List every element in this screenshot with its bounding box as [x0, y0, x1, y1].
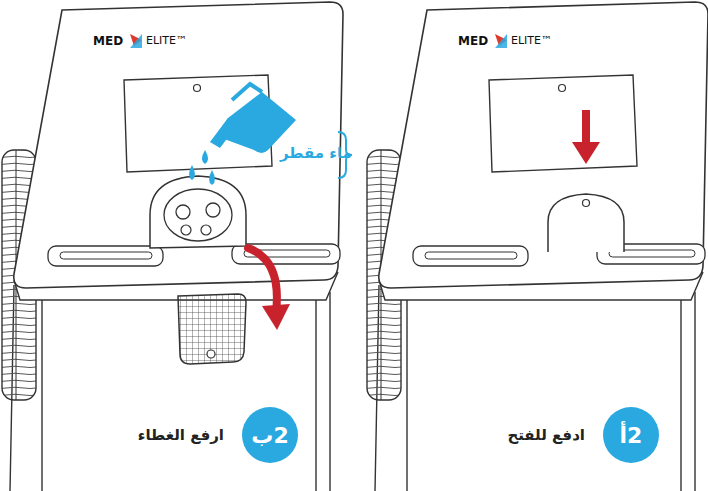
step-circle: 2بارفع الغطاء [242, 407, 298, 463]
push-arrow [582, 110, 590, 146]
step-caption: ادفع للفتح [507, 426, 585, 444]
water-drop [189, 165, 195, 180]
device-right [367, 2, 708, 491]
logo-text: MED [93, 34, 123, 48]
port-hole [206, 203, 220, 217]
step-caption: ارفع الغطاء [138, 426, 224, 444]
flip-arrow-head [262, 304, 290, 330]
pitcher-spout [210, 118, 232, 148]
closed-lid [548, 194, 624, 252]
port-hole [201, 225, 211, 235]
port-hole [181, 225, 191, 235]
water-label: ماء مقطر [280, 144, 352, 162]
water-well [150, 176, 246, 248]
device-left [2, 2, 343, 491]
well-rim [164, 189, 232, 241]
pitcher-handle [232, 84, 262, 100]
step-circle: 2أادفع للفتح [603, 407, 659, 463]
port-hole [176, 205, 190, 219]
filter-lid [178, 294, 246, 364]
step-number: 2ب [251, 423, 288, 448]
logo-text: MED [458, 34, 488, 48]
water-drop [202, 150, 208, 164]
lid-hole [583, 200, 590, 207]
step-number: 2أ [620, 423, 643, 448]
lid-hole [207, 350, 215, 358]
push-arrow-head [572, 142, 600, 164]
water-drop [209, 170, 215, 185]
logo-text: ELITE™ [511, 34, 552, 47]
flip-arrow [248, 248, 277, 312]
logo-text: ELITE™ [146, 34, 187, 47]
